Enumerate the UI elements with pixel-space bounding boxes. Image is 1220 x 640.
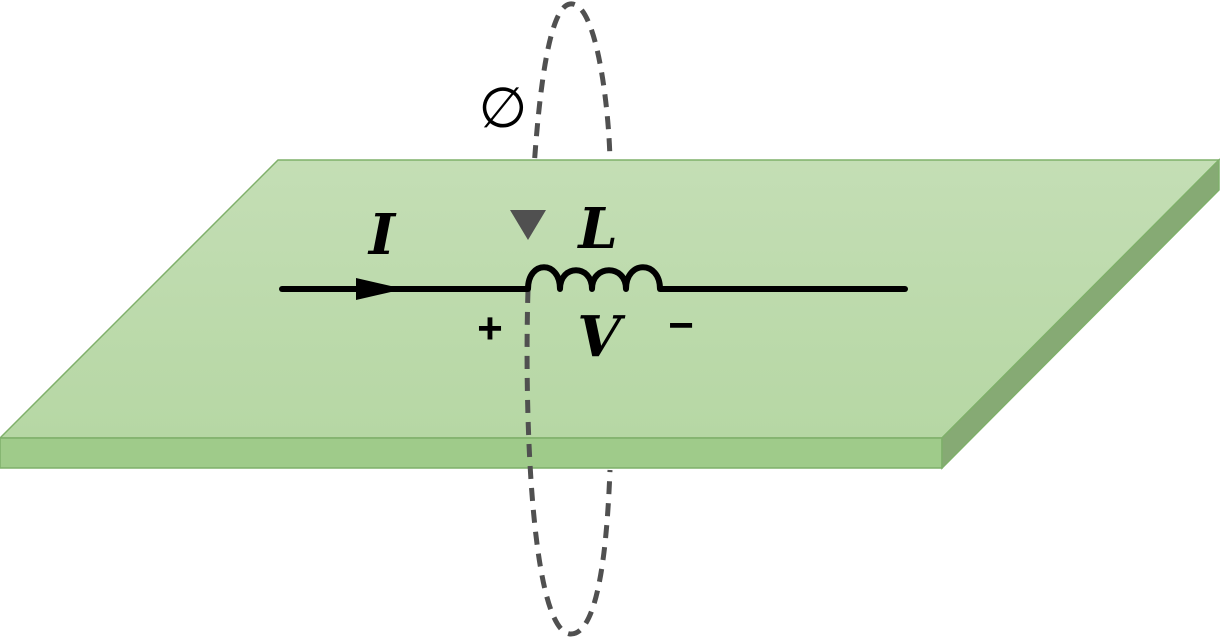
flux-loop-front [524,289,613,637]
flux-label: ∅ [479,76,528,141]
plus-sign: + [477,304,503,353]
ground-plane [0,158,1220,470]
circuit [279,264,908,300]
voltage-label: V [577,304,626,370]
inductance-label: L [576,196,617,262]
coil-icon [525,264,663,292]
flux-loop-back [525,1,613,291]
downward-arrowhead-icon [510,210,546,240]
right-arrowhead-icon [356,278,404,300]
plane-side-face [941,158,1220,470]
current-label: I [367,202,397,268]
minus-sign: − [668,301,694,350]
plane-front-face [0,437,943,469]
